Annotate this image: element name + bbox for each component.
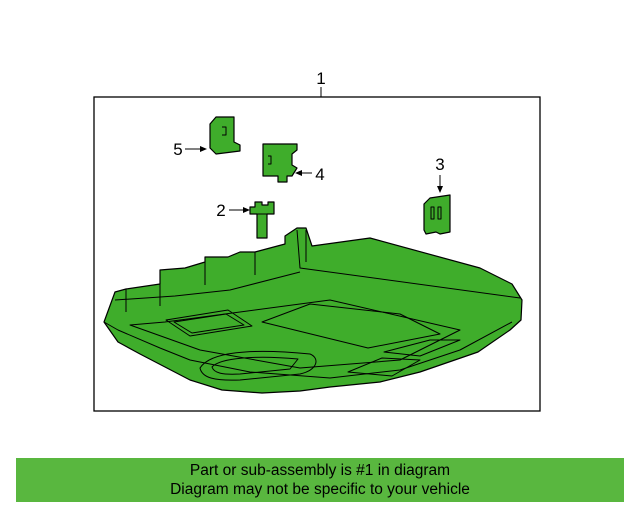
bracket-part-3 <box>423 194 451 235</box>
callout-5-arrowhead <box>200 146 207 152</box>
callout-1-label: 1 <box>316 69 325 88</box>
lamp-opening-left-inner <box>173 313 245 334</box>
bracket-slot-right <box>437 206 442 220</box>
callout-4-label: 4 <box>315 165 324 184</box>
console-side-wall <box>125 230 307 312</box>
footer-banner-bg <box>16 458 624 502</box>
callout-3-arrowhead <box>437 186 443 193</box>
clip-body <box>249 201 275 239</box>
console-rim <box>103 321 513 379</box>
lamp-opening-right-2 <box>383 339 461 357</box>
retainer-part-4 <box>262 143 298 183</box>
clip-part-2 <box>249 201 275 239</box>
footer-banner: Part or sub-assembly is #1 in diagram Di… <box>16 458 624 502</box>
callout-5-label: 5 <box>173 140 182 159</box>
lamp-opening-left <box>165 309 253 337</box>
bracket5-slot <box>222 126 227 136</box>
retainer-body <box>262 143 298 183</box>
sunglass-bin-opening <box>199 350 317 381</box>
console-top-ridge <box>296 229 521 299</box>
console-inner-panel <box>129 299 461 369</box>
lamp-opening-right <box>347 357 421 377</box>
banner-line-2: Diagram may not be specific to your vehi… <box>170 481 470 498</box>
callout-2-label: 2 <box>216 201 225 220</box>
overhead-console-housing <box>103 227 523 394</box>
center-panel <box>261 303 441 349</box>
retainer-slot <box>268 155 272 165</box>
bracket-part-5 <box>209 116 241 155</box>
sunglass-bin-inner <box>211 356 299 375</box>
callout-4-arrowhead <box>295 170 302 176</box>
banner-line-1: Part or sub-assembly is #1 in diagram <box>189 462 451 479</box>
callout-2-arrowhead <box>243 207 250 213</box>
bracket-body <box>423 194 451 235</box>
console-step-edge <box>114 271 301 301</box>
assembly-frame <box>93 96 541 412</box>
bracket-slot-left <box>430 206 435 220</box>
callout-3-label: 3 <box>435 155 444 174</box>
